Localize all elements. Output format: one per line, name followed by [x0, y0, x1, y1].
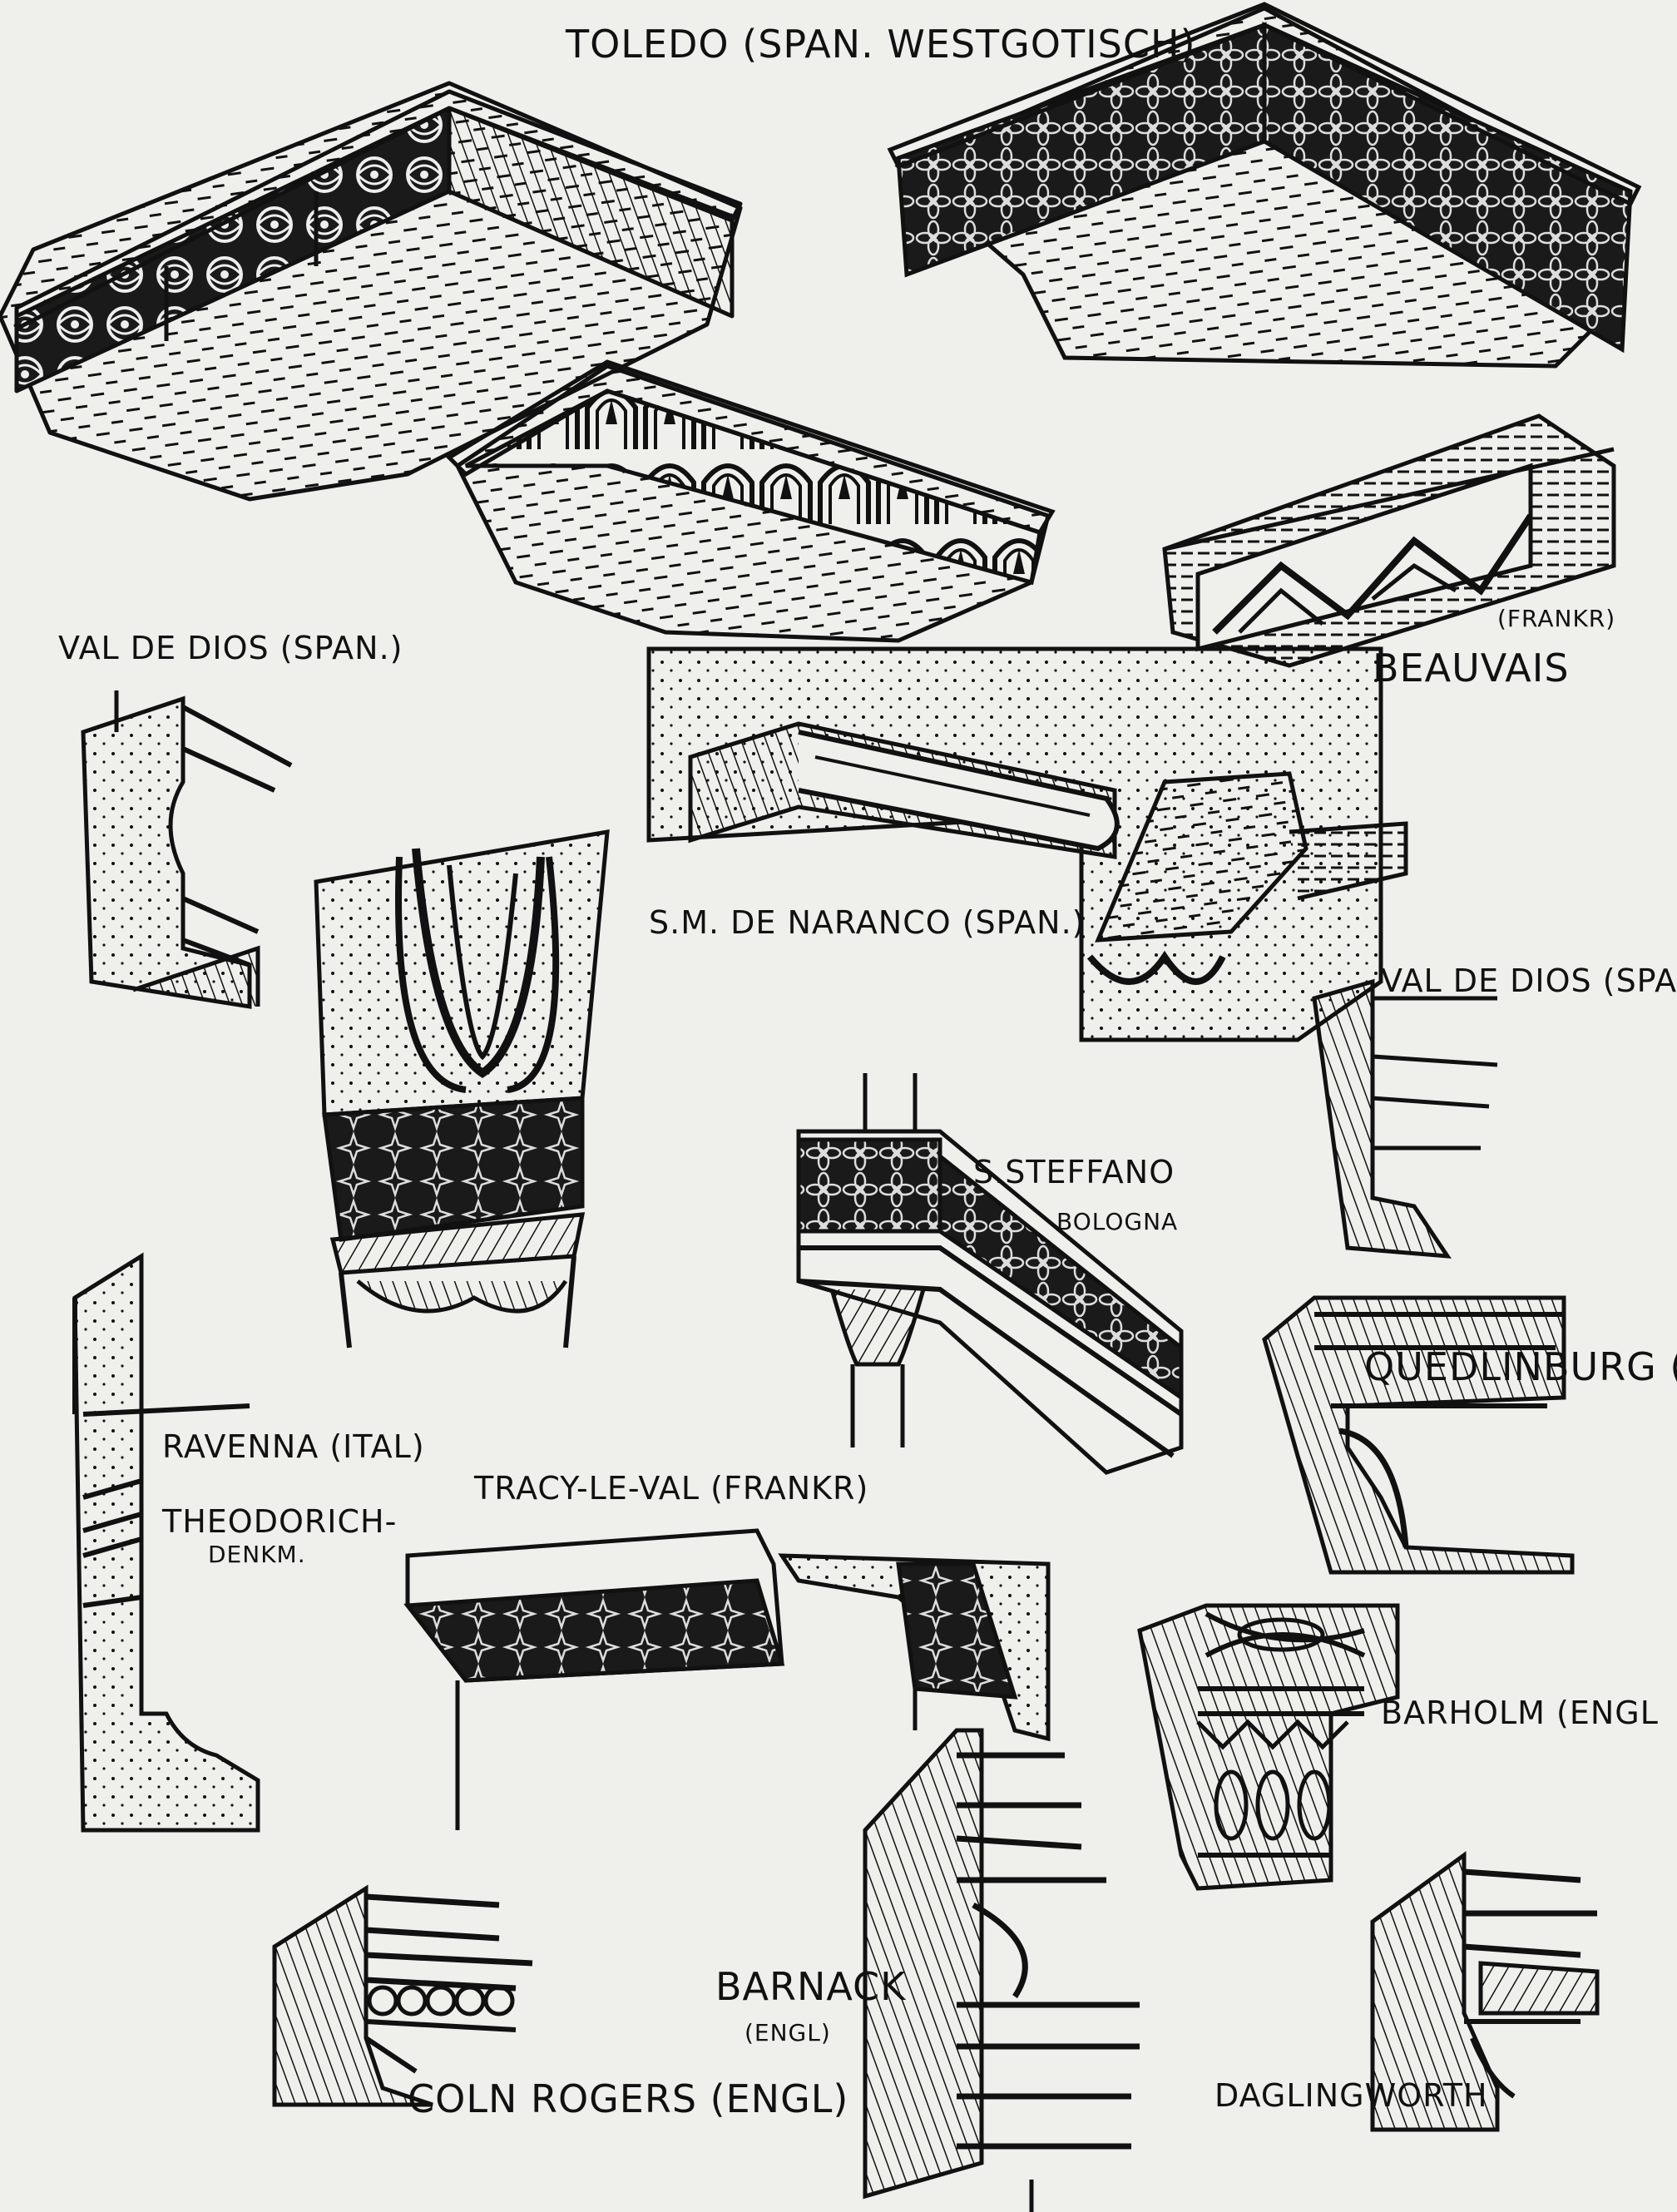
label-barholm: BARHOLM (ENGL — [1381, 1695, 1659, 1731]
label-quedlinburg: QUEDLINBURG (SACHS.) — [1364, 1344, 1677, 1389]
label-theodorich: THEODORICH- — [162, 1503, 398, 1540]
label-barnack-country: (ENGL) — [745, 2019, 831, 2046]
barnack-profile — [863, 1728, 1140, 2212]
ravenna-profile — [72, 1252, 260, 1833]
steffano-impost — [796, 1073, 1184, 1475]
label-beauvais-country: (FRANKR) — [1497, 605, 1616, 632]
barholm-capital — [1137, 1603, 1400, 1891]
label-tracy: TRACY-LE-VAL (FRANKR) — [474, 1470, 869, 1507]
toledo-block-right — [887, 2, 1642, 369]
label-ravenna: RAVENNA (ITAL) — [162, 1428, 425, 1465]
quedlinburg-profile — [1262, 1295, 1575, 1575]
label-barnack: BARNACK — [715, 1964, 907, 2009]
valdedios-profile-right — [1312, 978, 1498, 1259]
label-bologna: BOLOGNA — [1056, 1208, 1179, 1235]
carved-capital — [314, 829, 610, 1348]
label-steffano: S.STEFFANO — [973, 1154, 1175, 1190]
naranco-cornice — [646, 646, 1408, 1042]
beauvais-cornice — [1162, 413, 1616, 668]
label-naranco: S.M. DE NARANCO (SPAN.) — [649, 904, 1086, 941]
label-toledo: TOLEDO (SPAN. WESTGOTISCH) — [566, 22, 1196, 67]
tracy-cornice — [403, 1528, 1051, 1830]
label-valdedios-right: VAL DE DIOS (SPAN.) — [1381, 962, 1677, 999]
toledo-arcade-block — [445, 359, 1056, 643]
daglingworth-profile — [1370, 1851, 1600, 2132]
valdedios-profile-left — [81, 690, 293, 1009]
label-coln-rogers: COLN ROGERS (ENGL) — [408, 2076, 849, 2121]
label-beauvais: BEAUVAIS — [1373, 646, 1570, 690]
label-daglingworth: DAGLINGWORTH — [1214, 2077, 1488, 2114]
coln-rogers-profile — [272, 1884, 533, 2107]
label-denkm: DENKM. — [208, 1541, 306, 1568]
label-valdedios-left: VAL DE DIOS (SPAN.) — [58, 630, 403, 666]
